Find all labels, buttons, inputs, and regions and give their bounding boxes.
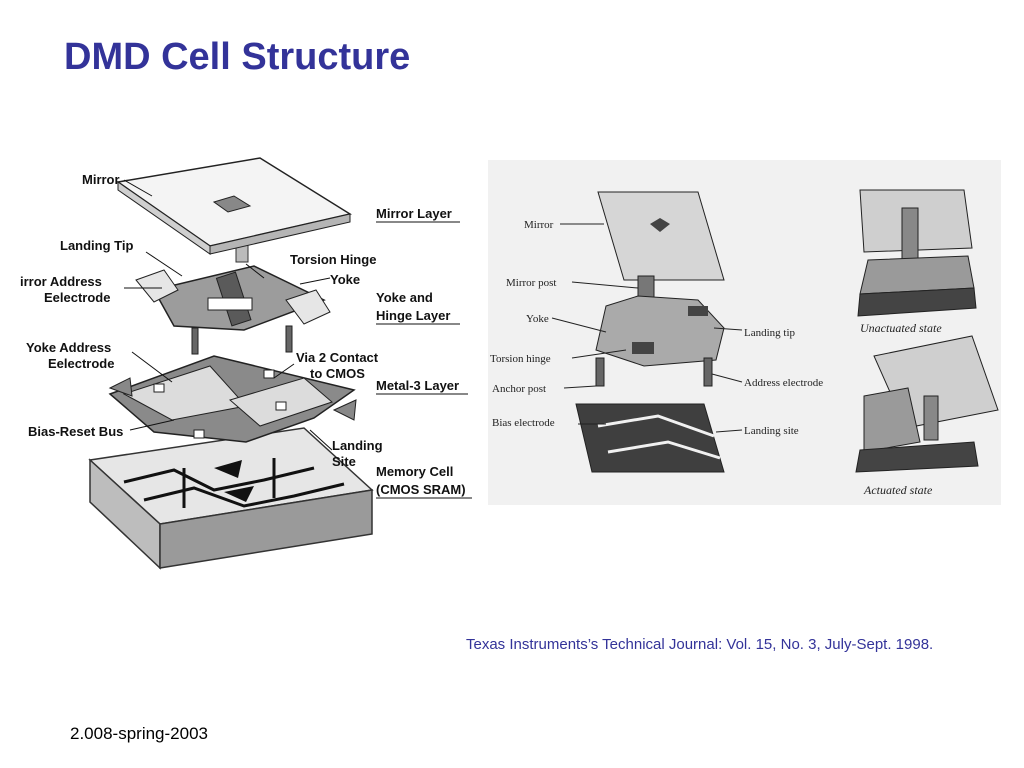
label-mirror-layer: Mirror Layer [376,206,452,221]
label-actuated-state: Actuated state [863,483,933,497]
dmd-states-diagram: Mirror Mirror post Yoke Torsion hinge An… [488,160,1001,505]
label-landing-site-r: Landing site [744,425,799,437]
label-yoke-hinge-2: Hinge Layer [376,308,450,323]
label-mirror-post: Mirror post [506,277,556,289]
label-bias-electrode: Bias electrode [492,417,555,429]
label-yoke: Yoke [330,272,360,287]
unactuated-state-diagram [857,189,977,317]
label-unactuated-state: Unactuated state [860,321,942,335]
label-via-2: to CMOS [310,366,365,381]
slide-title: DMD Cell Structure [64,36,411,78]
label-landing-tip-r: Landing tip [744,327,796,339]
label-landing-site-2: Site [332,454,356,469]
label-yoke-address-2: Eelectrode [48,356,114,371]
label-anchor-post: Anchor post [492,383,546,395]
label-yoke-hinge-1: Yoke and [376,290,433,305]
actuated-state-diagram [855,335,999,473]
label-landing-site-1: Landing [332,438,383,453]
label-landing-tip: Landing Tip [60,238,133,253]
label-memory-cell-2: (CMOS SRAM) [376,482,466,497]
label-yoke-r: Yoke [526,313,549,325]
label-yoke-address-1: Yoke Address [26,340,111,355]
dmd-exploded-diagram: Mirror Mirror Layer Landing Tip Torsion … [20,157,472,570]
center-stack [575,191,725,473]
label-mirror-r: Mirror [524,219,554,231]
label-mirror-address-2: Eelectrode [44,290,110,305]
label-torsion-hinge: Torsion Hinge [290,252,376,267]
label-memory-cell-1: Memory Cell [376,464,453,479]
label-via-1: Via 2 Contact [296,350,379,365]
label-torsion-hinge-r: Torsion hinge [490,353,551,365]
label-metal3-layer: Metal-3 Layer [376,378,459,393]
memory-cell-block [88,427,374,570]
source-citation: Texas Instruments’s Technical Journal: V… [466,636,934,653]
label-bias-reset-bus: Bias-Reset Bus [28,424,123,439]
slide-footer: 2.008-spring-2003 [70,724,208,743]
yoke-hinge-layer [135,265,331,355]
label-address-electrode: Address electrode [744,377,823,389]
mirror-plate [116,157,352,255]
label-mirror-address-1: irror Address [20,274,102,289]
label-mirror: Mirror [82,172,120,187]
